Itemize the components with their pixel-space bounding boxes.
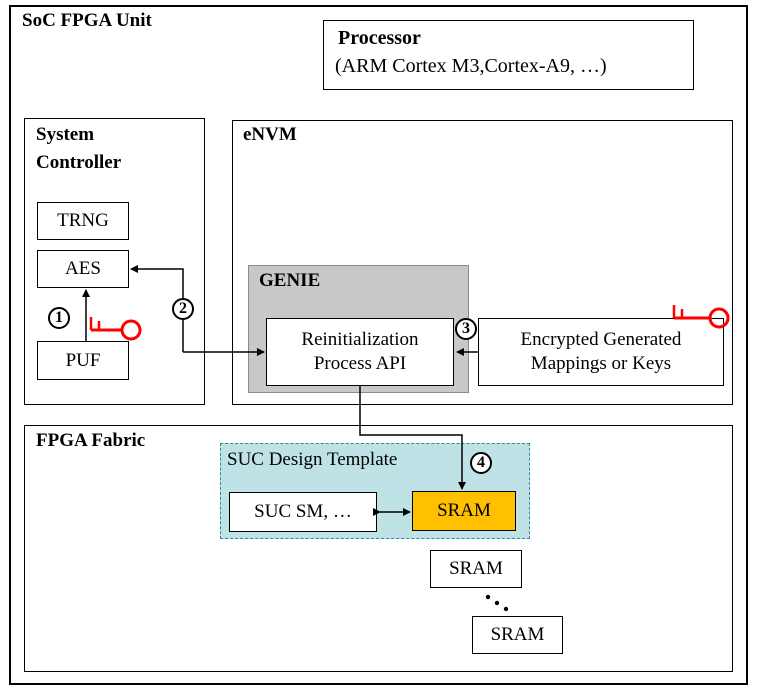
puf-block: PUF xyxy=(37,341,129,380)
key-icon xyxy=(89,317,142,341)
sram-highlighted-block: SRAM xyxy=(412,491,516,531)
aes-block: AES xyxy=(37,250,129,288)
suc-design-template-title: SUC Design Template xyxy=(227,449,398,470)
sram-block-3: SRAM xyxy=(472,616,563,654)
ellipsis-icon xyxy=(485,594,509,612)
system-controller-title-line2: Controller xyxy=(36,152,122,173)
encrypted-label-line1: Encrypted Generated xyxy=(520,329,682,351)
sram-label-2: SRAM xyxy=(449,558,503,579)
step-2-marker: 2 xyxy=(172,298,194,320)
key-icon xyxy=(672,305,730,329)
sram-label-3: SRAM xyxy=(490,624,545,645)
processor-box xyxy=(323,20,694,90)
step-3-marker: 3 xyxy=(455,318,477,340)
encrypted-label-line2: Mappings or Keys xyxy=(530,353,672,374)
puf-label: PUF xyxy=(65,349,101,371)
processor-subtitle: (ARM Cortex M3,Cortex-A9, …) xyxy=(335,55,607,77)
fpga-fabric-title: FPGA Fabric xyxy=(36,430,146,451)
genie-title: GENIE xyxy=(259,270,321,291)
aes-label: AES xyxy=(65,258,101,279)
encrypted-mappings-block: Encrypted Generated Mappings or Keys xyxy=(478,318,724,386)
system-controller-title-line1: System xyxy=(36,124,95,145)
suc-sm-label: SUC SM, … xyxy=(254,501,352,522)
suc-sm-block: SUC SM, … xyxy=(229,492,377,532)
sram-block-2: SRAM xyxy=(430,550,522,588)
trng-label: TRNG xyxy=(57,210,109,231)
processor-title: Processor xyxy=(338,27,421,49)
api-label-line2: Process API xyxy=(313,353,407,374)
envm-title: eNVM xyxy=(243,124,297,145)
arrow-api-to-sram xyxy=(359,386,466,490)
step-1-marker: 1 xyxy=(48,307,70,329)
api-label-line1: Reinitialization xyxy=(301,329,419,351)
step-4-marker: 4 xyxy=(470,452,492,474)
reinitialization-api-block: Reinitialization Process API xyxy=(266,318,454,386)
soc-title: SoC FPGA Unit xyxy=(22,10,152,31)
trng-block: TRNG xyxy=(37,202,129,240)
sram-highlighted-label: SRAM xyxy=(437,500,491,521)
arrow-api-to-aes xyxy=(130,265,184,352)
